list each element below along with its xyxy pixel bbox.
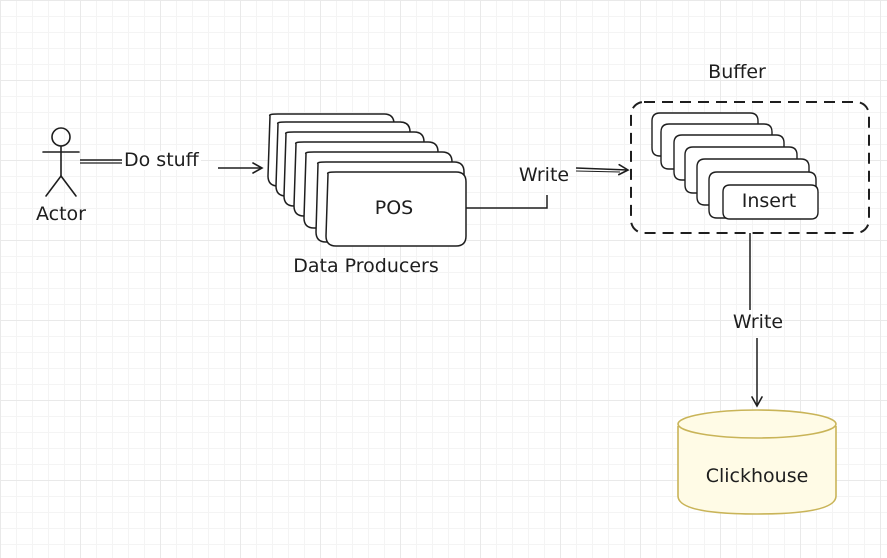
buffer-stack — [651, 112, 819, 220]
actor-label: Actor — [36, 203, 86, 225]
actor-figure — [42, 127, 80, 197]
data-producers-stack — [267, 113, 467, 247]
arrow-write-db — [749, 233, 763, 408]
arrow-write-buffer — [466, 163, 630, 209]
producers-label: Data Producers — [293, 255, 439, 277]
clickhouse-cylinder — [677, 409, 837, 515]
insert-label: Insert — [741, 190, 797, 212]
clickhouse-label: Clickhouse — [705, 465, 809, 487]
edge-label-write-db: Write — [732, 311, 784, 333]
pos-label: POS — [374, 197, 414, 219]
edge-label-do-stuff: Do stuff — [122, 149, 201, 171]
edge-label-write-buffer: Write — [518, 164, 570, 186]
buffer-label: Buffer — [708, 61, 766, 83]
arrow-do-stuff — [80, 159, 264, 174]
